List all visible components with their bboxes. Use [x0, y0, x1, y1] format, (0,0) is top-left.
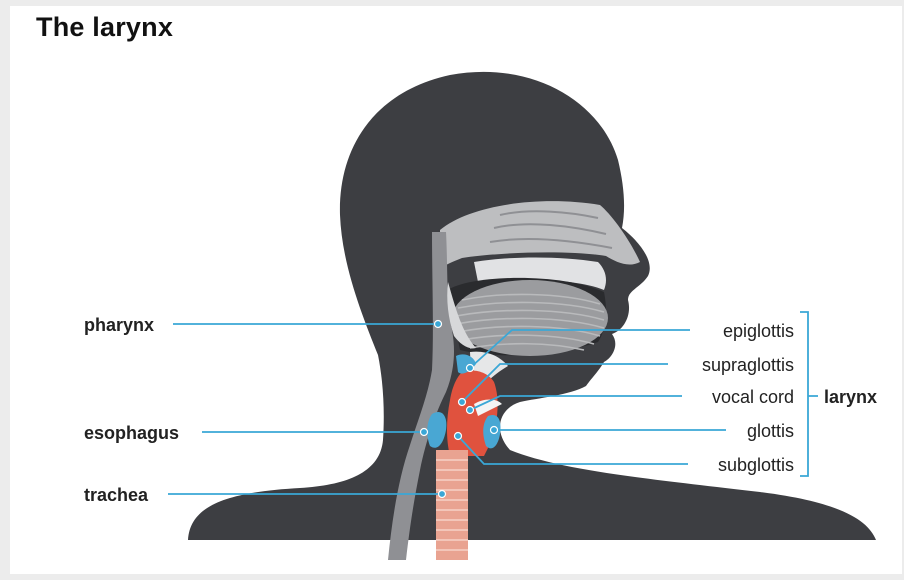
- subglottis-label: subglottis: [718, 455, 794, 475]
- trachea-tube: [436, 450, 468, 560]
- pharynx-dot: [435, 321, 442, 328]
- vocal-cord-dot: [467, 407, 474, 414]
- pharynx-label: pharynx: [84, 315, 154, 335]
- epiglottis-label: epiglottis: [723, 321, 794, 341]
- vocal-cord-label: vocal cord: [712, 387, 794, 407]
- glottis-label: glottis: [747, 421, 794, 441]
- epiglottis-dot: [467, 365, 474, 372]
- supraglottis-label: supraglottis: [702, 355, 794, 375]
- trachea-label: trachea: [84, 485, 149, 505]
- subglottis-dot: [455, 433, 462, 440]
- trachea-dot: [439, 491, 446, 498]
- larynx-bracket: [800, 312, 818, 476]
- esophagus-dot: [421, 429, 428, 436]
- esophagus-label: esophagus: [84, 423, 179, 443]
- larynx-label: larynx: [824, 387, 877, 407]
- supraglottis-dot: [459, 399, 466, 406]
- glottis-dot: [491, 427, 498, 434]
